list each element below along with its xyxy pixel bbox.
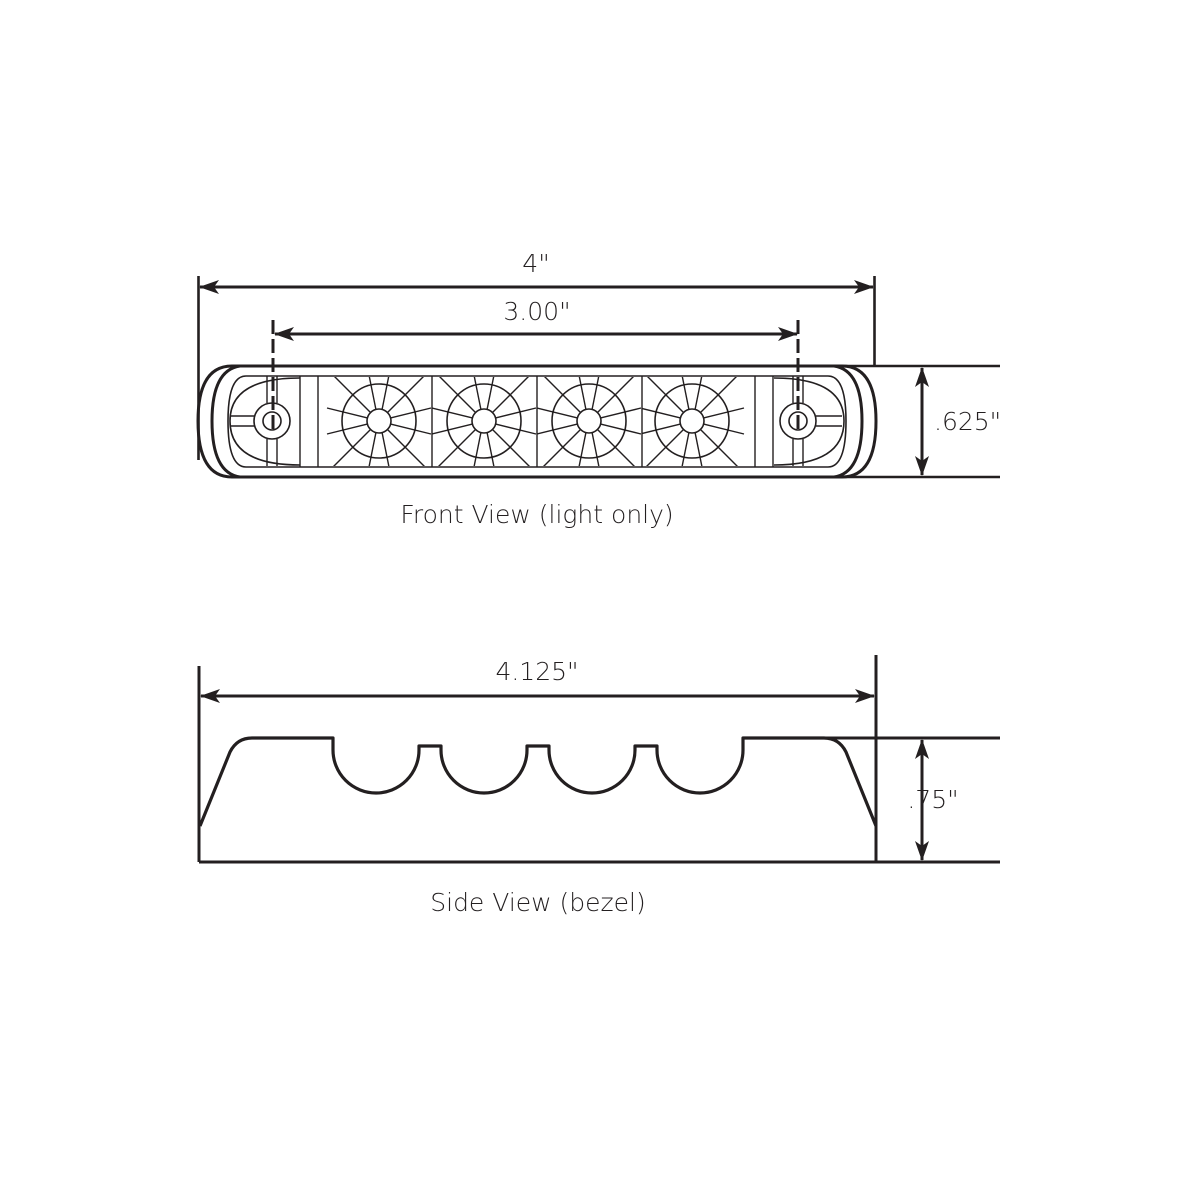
led-1 (326, 377, 432, 466)
overall-length-label: 4" (522, 249, 549, 278)
led-3 (537, 377, 642, 466)
bezel-profile (198, 736, 878, 827)
bezel-length-label: 4.125" (495, 657, 578, 686)
side-view-caption: Side View (bezel) (430, 888, 646, 917)
led-2 (432, 377, 537, 466)
light-body (196, 364, 878, 479)
mount-hole-right (754, 375, 845, 467)
mount-hole-left (229, 375, 319, 467)
front-view: 4" 3.00" .625" (196, 249, 1001, 529)
bezel-height-label: .75" (907, 785, 958, 814)
side-view: 4.125" .75" Side View (bezel) (197, 655, 1000, 917)
height-label: .625" (934, 407, 1001, 436)
led-4 (642, 377, 745, 466)
hole-spacing-label: 3.00" (503, 297, 570, 326)
led-array (326, 376, 745, 467)
front-view-caption: Front View (light only) (400, 500, 673, 529)
